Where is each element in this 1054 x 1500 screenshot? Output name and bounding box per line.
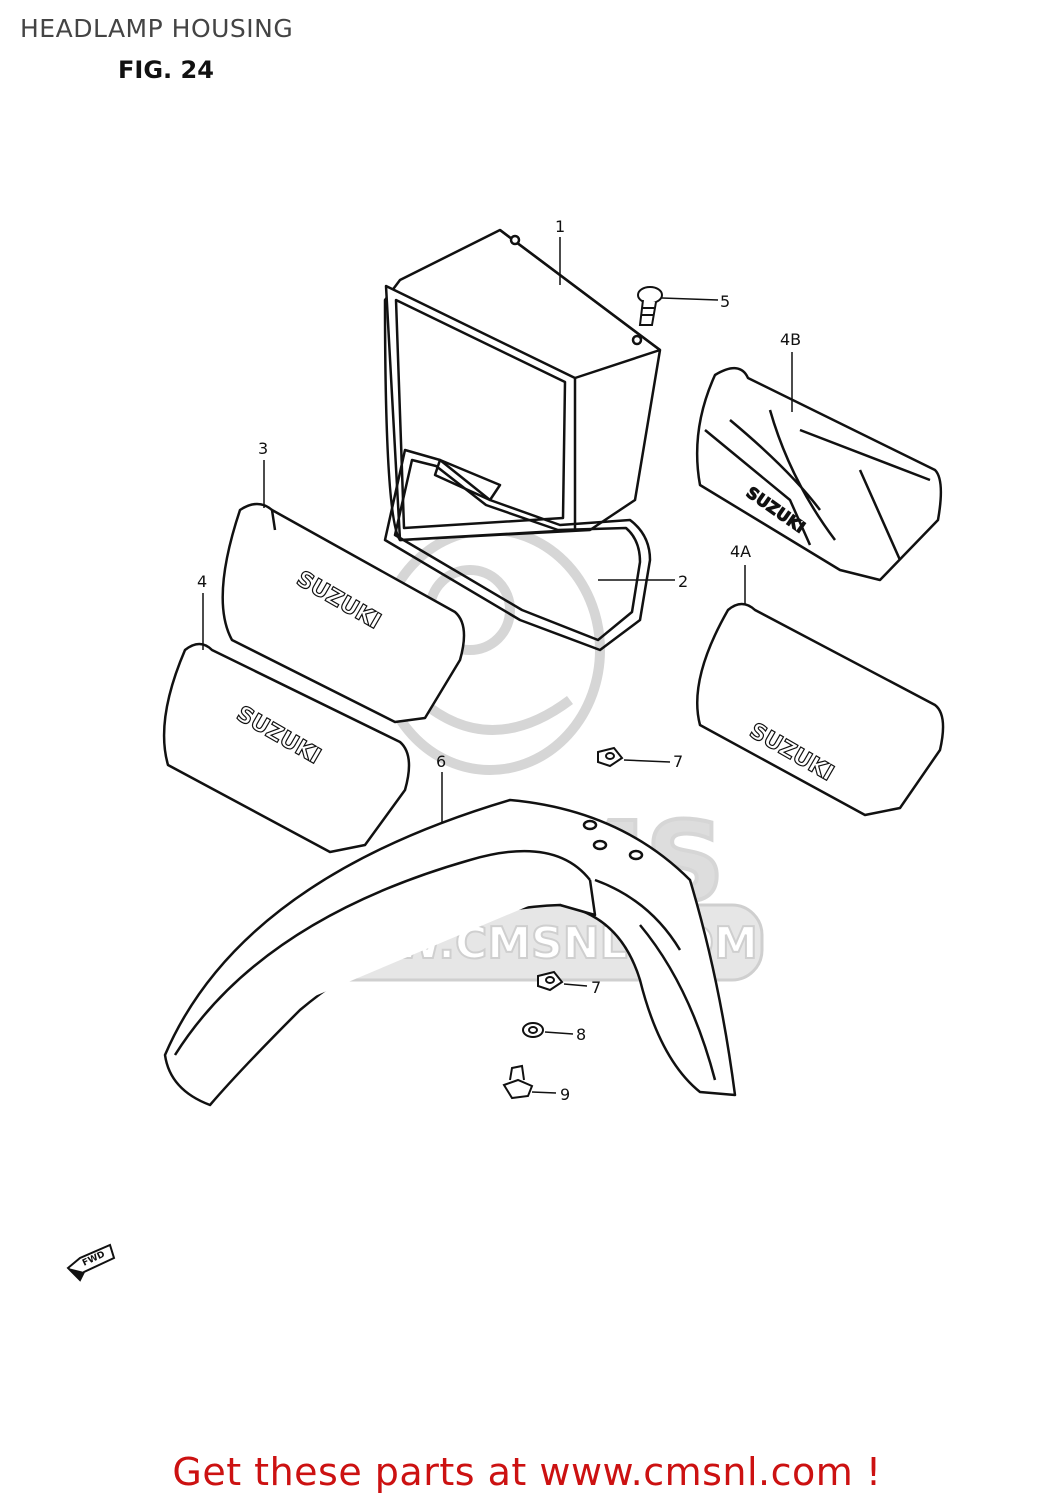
part-bolt-9[interactable] [502,1064,534,1100]
part-headlamp-housing[interactable] [383,228,662,542]
callout-6: 6 [436,752,446,771]
part-screw-5[interactable] [637,286,663,326]
part-cover-4b[interactable] [695,367,943,582]
callout-9: 9 [560,1085,570,1104]
part-washer-8[interactable] [522,1022,544,1038]
leader-5 [661,297,719,301]
part-cover-4a[interactable] [696,602,945,817]
forward-arrow-icon: FWD [66,1243,116,1282]
callout-4b: 4B [780,330,801,349]
callout-3: 3 [258,439,268,458]
callout-2: 2 [678,572,688,591]
leader-9 [531,1091,557,1094]
figure-number: FIG. 24 [118,56,214,84]
part-cover-3[interactable] [221,502,466,724]
footer-link[interactable]: Get these parts at www.cmsnl.com ! [0,1450,1054,1494]
footer-link-text[interactable]: Get these parts at www.cmsnl.com ! [172,1450,882,1494]
callout-7-upper: 7 [673,752,683,771]
part-rim-gasket[interactable] [383,448,652,652]
leader-7-upper [623,759,671,763]
part-nut-7-upper[interactable] [597,746,624,768]
part-front-fender[interactable] [163,798,737,1107]
callout-1: 1 [555,217,565,236]
callout-4: 4 [197,572,207,591]
leader-8 [544,1031,574,1035]
callout-7-lower: 7 [591,978,601,997]
leader-7-lower [563,983,588,987]
callout-8: 8 [576,1025,586,1044]
part-nut-7-lower[interactable] [537,970,564,992]
callout-4a: 4A [730,542,751,561]
callout-5: 5 [720,292,730,311]
section-title: HEADLAMP HOUSING [20,14,294,43]
